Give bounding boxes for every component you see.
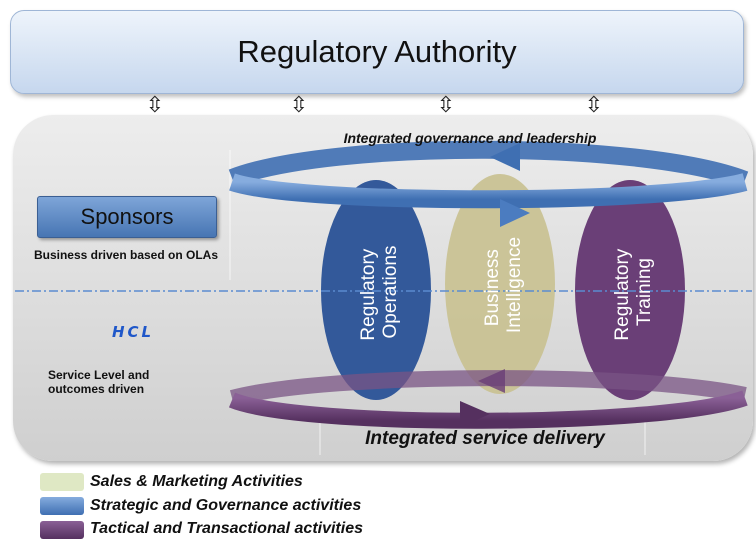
oval-label-regulatory-operations: Regulatory Operations [358, 243, 401, 340]
governance-label: Integrated governance and leadership [343, 130, 597, 146]
updown-arrow-icon: ⇳ [584, 93, 604, 118]
oval-business-intelligence [445, 174, 555, 394]
oval-label-regulatory-training: Regulatory Training [612, 243, 655, 340]
sponsors-description: Business driven based on OLAs [33, 248, 219, 262]
oval-regulatory-training [575, 180, 685, 400]
delivery-loop-front [228, 390, 748, 429]
oval-label-line: Regulatory [358, 248, 379, 340]
provider-description: Service Level and outcomes driven [48, 368, 150, 396]
oval-label-line: Operations [380, 246, 401, 339]
oval-regulatory-operations [321, 180, 431, 400]
legend-label-strategic: Strategic and Governance activities [90, 497, 362, 514]
legend-swatch-sales [40, 473, 84, 491]
regulatory-authority-label: Regulatory Authority [237, 34, 517, 69]
governance-arrowhead-icon [500, 199, 530, 227]
governance-loop-front [229, 173, 748, 209]
delivery-arrowhead-icon [478, 369, 505, 393]
delivery-label: Integrated service delivery [365, 428, 605, 449]
oval-label-line: Intelligence [504, 237, 525, 333]
legend-swatch-tactical [40, 521, 84, 539]
legend-label-tactical: Tactical and Transactional activities [90, 520, 363, 537]
sponsors-label: Sponsors [80, 204, 174, 229]
updown-arrow-icon: ⇳ [436, 93, 456, 118]
legend-swatch-strategic [40, 497, 84, 515]
delivery-arrowhead-icon [460, 401, 490, 427]
sponsors-box: Sponsors [37, 196, 217, 238]
updown-arrow-icon: ⇳ [289, 93, 309, 118]
oval-label-line: Training [634, 258, 655, 326]
governance-loop-back [228, 140, 749, 189]
governance-arrowhead-icon [490, 143, 520, 171]
regulatory-authority-banner: Regulatory Authority [10, 10, 744, 94]
oval-label-business-intelligence: Business Intelligence [482, 237, 525, 333]
oval-label-line: Regulatory [612, 248, 633, 340]
legend-label-sales: Sales & Marketing Activities [90, 473, 303, 490]
updown-arrow-icon: ⇳ [145, 93, 165, 118]
oval-label-line: Business [482, 249, 503, 326]
hcl-logo: HCL [111, 323, 155, 341]
